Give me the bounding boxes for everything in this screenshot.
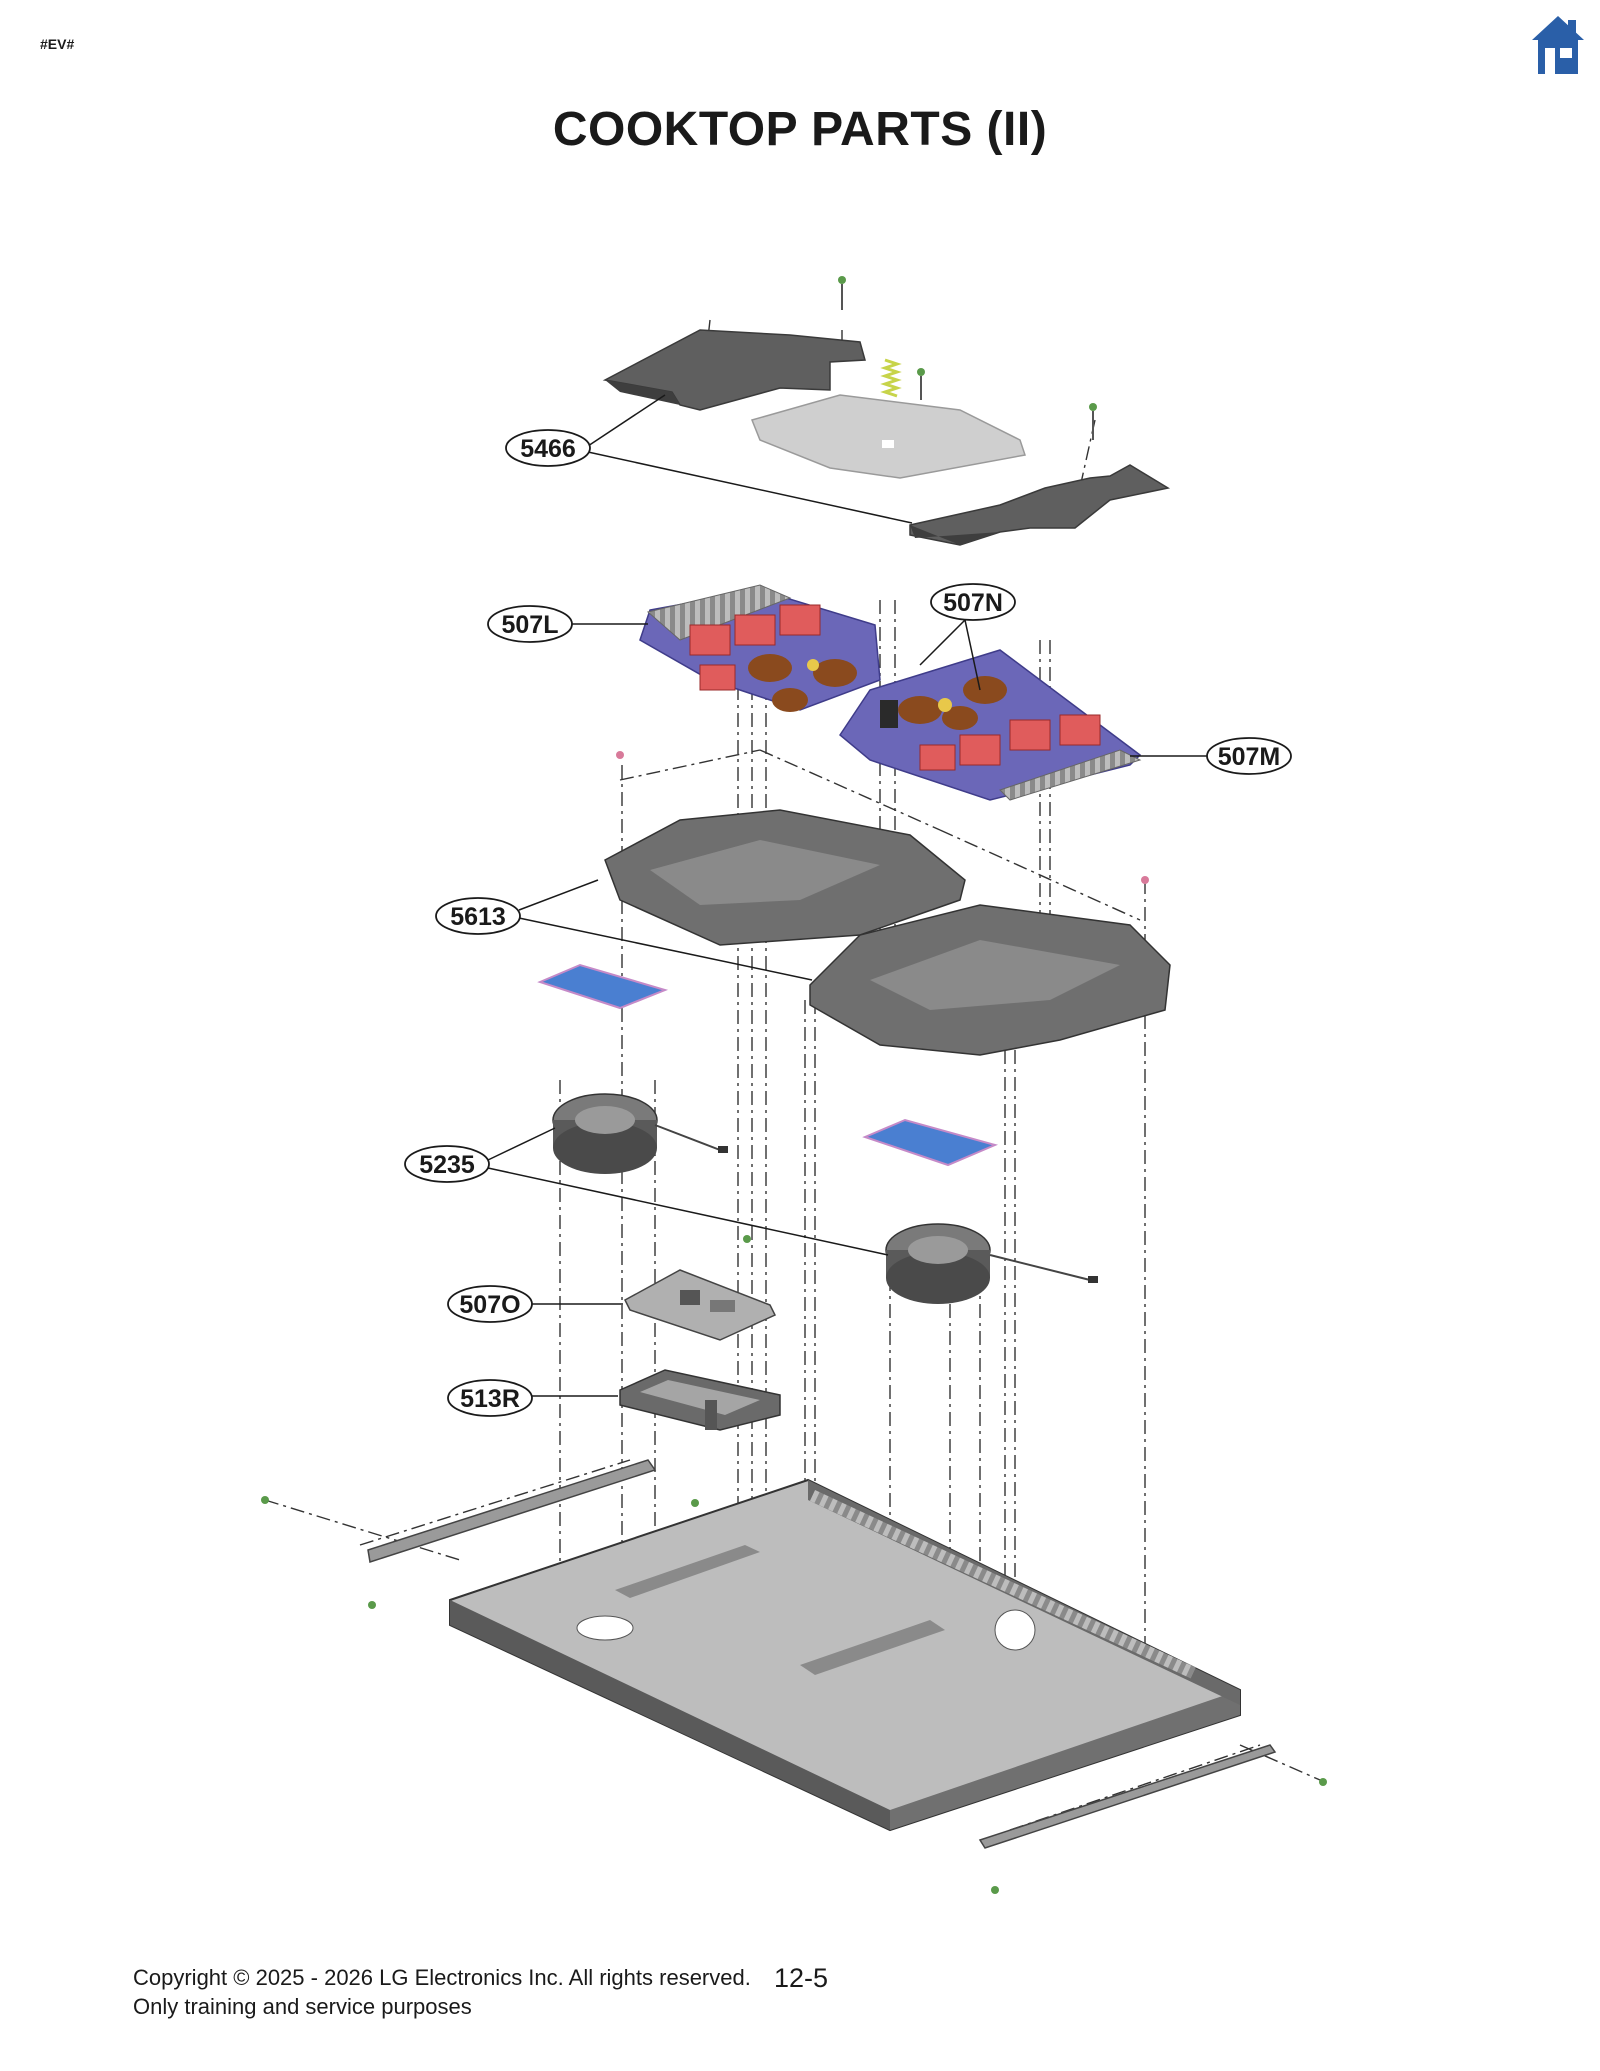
pcb-small	[624, 1269, 777, 1341]
callout-5613: 5613	[435, 897, 521, 935]
callout-5466: 5466	[505, 429, 591, 467]
pcb-holder	[619, 1369, 781, 1431]
rail-left	[367, 1459, 657, 1563]
footer: Copyright © 2025 - 2026 LG Electronics I…	[133, 1963, 751, 2021]
spring	[880, 358, 902, 398]
callout-5235: 5235	[404, 1145, 490, 1183]
callout-5466-label: 5466	[520, 435, 576, 463]
rail-right	[978, 1744, 1277, 1849]
thermal-pad-left	[537, 963, 669, 1010]
callout-507L-label: 507L	[502, 611, 559, 639]
leader-lines	[487, 394, 1208, 1397]
callout-507N-label: 507N	[943, 589, 1003, 617]
base-pan	[449, 1478, 1241, 1832]
callout-507M-label: 507M	[1218, 743, 1281, 771]
callout-5235-label: 5235	[419, 1151, 475, 1179]
top-shield-right	[909, 464, 1171, 546]
top-shield-left	[602, 329, 866, 411]
callout-513R: 513R	[447, 1379, 533, 1417]
callout-507N: 507N	[930, 583, 1016, 621]
pcb-left	[639, 584, 881, 712]
callout-5613-label: 5613	[450, 903, 506, 931]
callout-513R-label: 513R	[460, 1385, 520, 1413]
page-code: #EV#	[40, 36, 75, 52]
page-number: 12-5	[774, 1963, 829, 1993]
fan-left	[552, 1093, 728, 1174]
callout-507O: 507O	[447, 1285, 533, 1323]
bracket-right	[809, 904, 1171, 1056]
callout-507M: 507M	[1206, 737, 1292, 775]
copyright-text: Copyright © 2025 - 2026 LG Electronics I…	[133, 1965, 751, 1990]
home-icon[interactable]	[1530, 14, 1586, 76]
insulation-sheet	[750, 394, 1026, 479]
callout-507O-label: 507O	[459, 1291, 520, 1319]
pcb-right	[839, 649, 1142, 801]
purpose-text: Only training and service purposes	[133, 1994, 472, 2019]
thermal-pad-right	[862, 1118, 999, 1167]
bracket-left	[604, 809, 966, 946]
callout-507L: 507L	[487, 605, 573, 643]
fan-right	[885, 1223, 1098, 1304]
page-title: COOKTOP PARTS (II)	[552, 103, 1048, 156]
pink-screws	[616, 751, 1149, 884]
